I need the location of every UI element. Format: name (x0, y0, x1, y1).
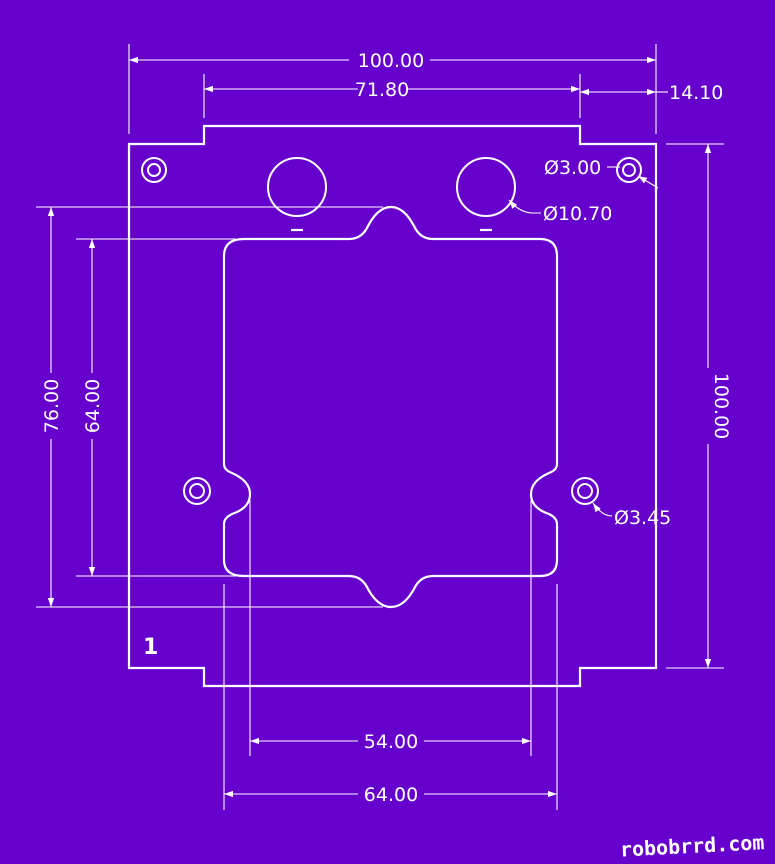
mount-hole-right-outer (571, 477, 599, 505)
dim-overall-height: 100.00 (710, 373, 732, 439)
corner-hole-left-outer (141, 157, 167, 183)
mount-hole-left-inner (189, 483, 205, 499)
dim-offset: 14.10 (669, 82, 723, 104)
dim-hole-mount: Ø3.45 (614, 507, 671, 529)
dimension-lines (47, 56, 712, 798)
plate-outline (127, 124, 658, 688)
dim-inner-width: 71.80 (355, 79, 409, 101)
dim-cutout-width-inner: 54.00 (364, 731, 418, 753)
dim-hole-small: Ø3.00 (544, 157, 601, 179)
leader-lines (508, 166, 659, 517)
dim-cutout-height-outer: 76.00 (41, 379, 63, 433)
corner-hole-right-inner (622, 163, 636, 177)
brand-watermark: robobrrd.com (619, 830, 765, 862)
large-hole-left (267, 157, 327, 217)
extension-lines (36, 44, 724, 810)
dim-hole-large: Ø10.70 (543, 203, 612, 225)
corner-hole-right-outer (616, 157, 642, 183)
dim-cutout-width-outer: 64.00 (364, 784, 418, 806)
dim-overall-width: 100.00 (358, 50, 424, 72)
center-cutout (222, 205, 559, 609)
corner-hole-left-inner (147, 163, 161, 177)
large-hole-right (456, 157, 516, 217)
dim-cutout-height-inner: 64.00 (82, 379, 104, 433)
mount-hole-right-inner (577, 483, 593, 499)
part-number: 1 (143, 635, 158, 660)
mount-hole-left-outer (183, 477, 211, 505)
